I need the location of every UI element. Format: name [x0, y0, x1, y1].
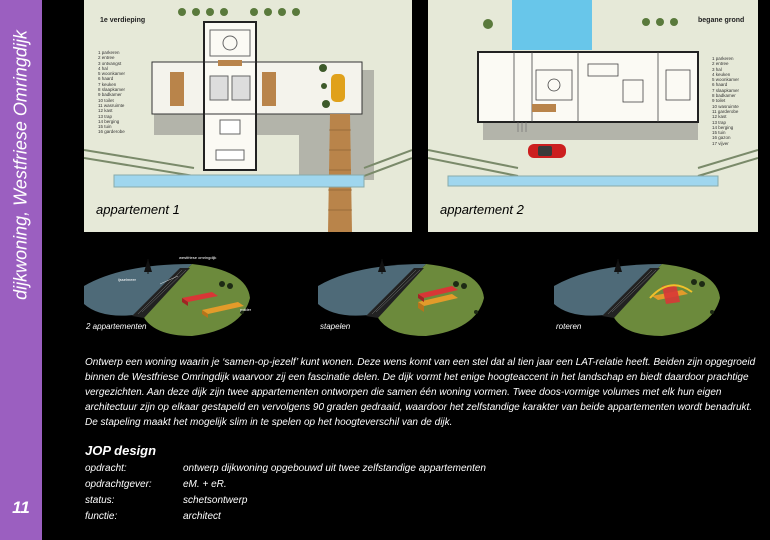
info-row: opdrachtgever: eM. + eR. [85, 479, 685, 493]
legend-item: 3 hal [712, 66, 722, 72]
page-number: 11 [12, 498, 30, 517]
info-row: functie: architect [85, 511, 685, 525]
plan-caption: appartement 2 [440, 202, 524, 217]
legend-item: 11 garderobe [712, 108, 739, 114]
info-row: status: schetsontwerp [85, 495, 685, 509]
annotation-water: ijsselmeer [118, 277, 137, 282]
info-label: functie: [85, 511, 118, 522]
project-description: Ontwerp een woning waarin je ‘samen-op-j… [85, 357, 756, 428]
legend-item: 8 badkamer [712, 93, 736, 99]
concept-diagram-stacking [318, 259, 484, 336]
legend-item: 4 keuken [712, 71, 731, 77]
project-info-title: JOP design [85, 443, 157, 458]
legend-item: 13 trap [712, 119, 727, 125]
legend-item: 7 slaapkamer [712, 87, 740, 93]
legend-item: 3 ontvangst [98, 60, 122, 66]
legend-item: 6 haard [712, 82, 728, 88]
legend-item: 15 tuin [712, 130, 726, 136]
legend-item: 9 toilet [712, 98, 726, 104]
info-label: opdrachtgever: [85, 479, 152, 490]
page-title: dijkwoning, Westfriese Omringdijk [10, 30, 31, 300]
plan-caption: appartement 1 [96, 202, 180, 217]
legend-item: 9 badkamer [98, 92, 122, 98]
floor-label: begane grond [698, 17, 745, 24]
legend-item: 2 entree [712, 61, 729, 67]
floor-plan-2-drawing [428, 0, 758, 187]
diagram-caption: stapelen [320, 322, 351, 331]
floor-plan-apartment-2: begane grond 1 parkeren 2 entree 3 hal 4… [428, 0, 758, 232]
legend-item: 2 entree [98, 55, 115, 61]
legend-item: 1 parkeren [712, 56, 734, 61]
concept-diagram-rotating [554, 259, 720, 336]
legend-item: 8 slaapkamer [98, 87, 126, 93]
legend-item: 12 kast [98, 108, 113, 114]
legend-item: 11 wasruimte [98, 102, 125, 108]
info-label: status: [85, 495, 115, 506]
floor-label: 1e verdieping [100, 17, 146, 24]
legend-item: 5 woonkamer [712, 77, 740, 83]
legend-item: 12 kast [712, 114, 727, 120]
legend-item: 10 toilet [98, 97, 114, 103]
legend: 1 parkeren 2 entree 3 hal 4 keuken 5 woo… [712, 56, 739, 146]
concept-diagram-2-apartments [84, 259, 250, 336]
legend-item: 1 parkeren [98, 50, 120, 55]
diagram-caption: 2 appartementen [86, 322, 147, 331]
info-value: architect [183, 511, 221, 522]
info-label: opdracht: [85, 463, 127, 474]
diagram-caption: roteren [556, 322, 582, 331]
legend-item: 7 keuken [98, 81, 117, 87]
legend-item: 15 tuin [98, 124, 112, 130]
legend-item: 16 garderobe [98, 129, 125, 135]
floor-plan-apartment-1: 1e verdieping 1 parkeren 2 entree 3 ontv… [84, 0, 412, 232]
legend: 1 parkeren 2 entree 3 ontvangst 4 hal 5 … [98, 50, 125, 135]
floor-plan-1-drawing [84, 8, 412, 232]
info-value: schetsontwerp [183, 495, 248, 506]
legend-item: 14 berging [712, 124, 734, 130]
annotation-dyke: westfriese omringdijk [179, 255, 217, 260]
legend-item: 14 berging [98, 118, 120, 124]
legend-item: 17 vijver [712, 140, 729, 146]
legend-item: 5 woonkamer [98, 71, 126, 77]
annotation-polder: polder [240, 307, 252, 312]
legend-item: 6 haard [98, 76, 114, 82]
info-value: eM. + eR. [183, 479, 227, 490]
info-value: ontwerp dijkwoning opgebouwd uit twee ze… [183, 463, 486, 474]
sidebar: dijkwoning, Westfriese Omringdijk 11 [0, 0, 42, 540]
legend-item: 16 gazon [712, 135, 731, 141]
legend-item: 4 hal [98, 65, 108, 71]
legend-item: 10 wasruimte [712, 103, 739, 109]
info-row: opdracht: ontwerp dijkwoning opgebouwd u… [85, 463, 685, 477]
legend-item: 13 trap [98, 113, 113, 119]
